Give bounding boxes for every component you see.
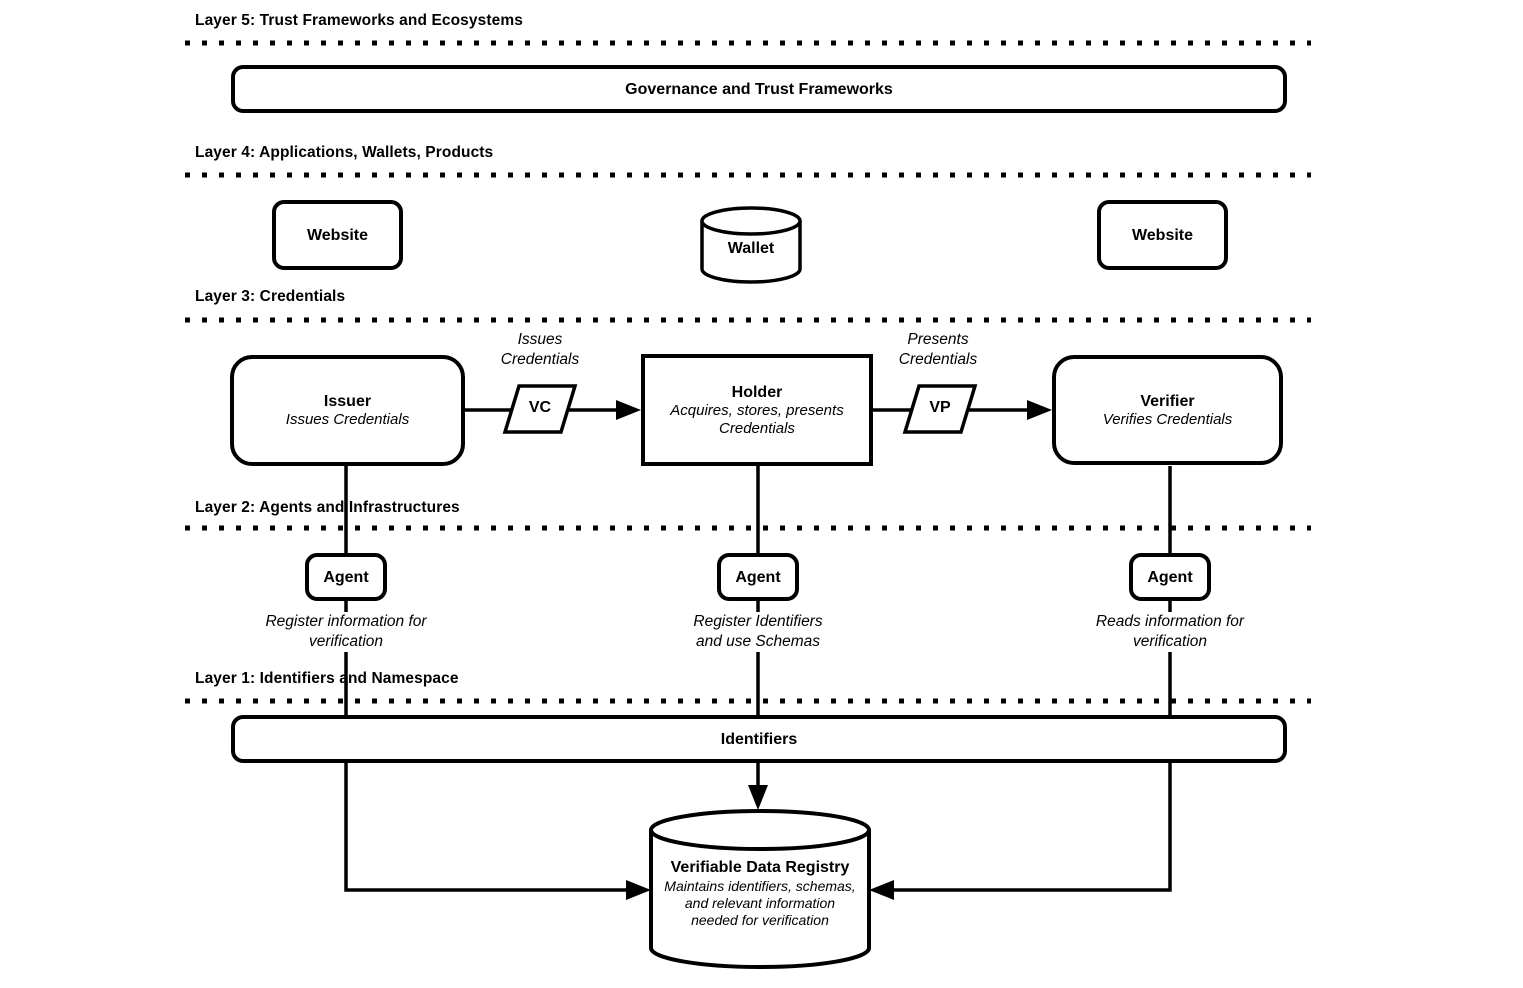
issuer-box: Issuer Issues Credentials [230,355,465,466]
register-identifiers-caption: Register Identifiers and use Schemas [658,612,858,652]
wallet-label: Wallet [727,240,775,257]
vdr-text-block: Verifiable Data Registry Maintains ident… [640,858,880,929]
website-left-label: Website [306,226,369,244]
layer-3-label: Layer 3: Credentials [195,288,346,305]
layer-separator-dotted-lines [185,40,1311,704]
reads-info-caption: Reads information for verification [1070,612,1270,652]
holder-box: Holder Acquires, stores, presents Creden… [641,354,873,466]
vp-label: VP [929,399,951,416]
presents-credentials-caption: Presents Credentials [898,331,978,368]
register-info-caption: Register information for verification [246,612,446,652]
agent-right-box: Agent [1129,553,1211,601]
holder-subtitle: Acquires, stores, presents Credentials [670,401,844,437]
governance-box: Governance and Trust Frameworks [231,65,1287,113]
agent-middle-label: Agent [735,568,781,586]
website-left-box: Website [272,200,403,270]
verifier-box: Verifier Verifies Credentials [1052,355,1283,465]
agent-right-label: Agent [1147,568,1193,586]
layer-2-label: Layer 2: Agents and Infrastructures [195,499,460,516]
vdr-title: Verifiable Data Registry [670,859,850,876]
agent-left-box: Agent [305,553,387,601]
layer-5-label: Layer 5: Trust Frameworks and Ecosystems [195,12,523,29]
identifiers-label: Identifiers [720,730,798,748]
identifiers-box: Identifiers [231,715,1287,763]
agent-middle-box: Agent [717,553,799,601]
arrowheads [616,400,1052,900]
issues-credentials-caption: Issues Credentials [500,331,580,368]
vdr-cylinder [649,809,871,969]
governance-label: Governance and Trust Frameworks [625,80,893,98]
verifier-title: Verifier [1140,392,1195,410]
wallet-cylinder [700,206,802,284]
vp-parallelogram [902,384,978,434]
agent-left-label: Agent [323,568,369,586]
issuer-title: Issuer [323,393,372,410]
issuer-subtitle: Issues Credentials [285,411,410,428]
holder-title: Holder [731,383,783,401]
website-right-box: Website [1097,200,1228,270]
vc-label: VC [528,399,552,416]
verifier-subtitle: Verifies Credentials [1102,410,1233,428]
vc-parallelogram [502,384,578,434]
website-right-label: Website [1131,226,1194,244]
vdr-subtitle: Maintains identifiers, schemas, and rele… [664,878,856,928]
layer-4-label: Layer 4: Applications, Wallets, Products [195,144,494,161]
layer-1-label: Layer 1: Identifiers and Namespace [195,670,459,687]
